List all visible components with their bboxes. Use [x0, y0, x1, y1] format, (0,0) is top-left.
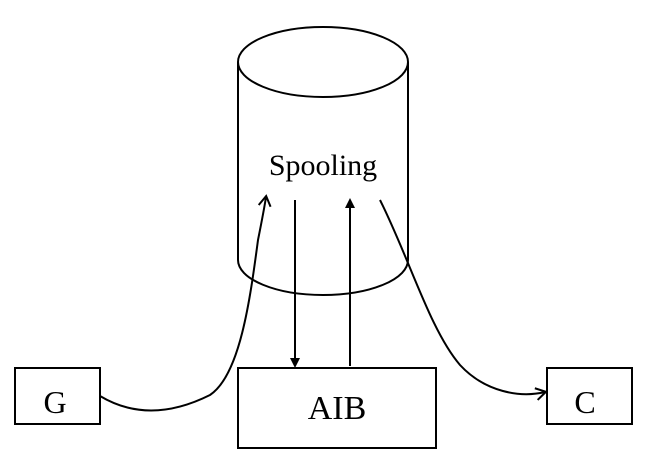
c-label: C: [574, 384, 595, 420]
aib-node: AIB: [237, 367, 437, 449]
g-node: G: [14, 367, 101, 425]
c-node: C: [546, 367, 633, 425]
g-box: [14, 367, 101, 425]
spooling-label: Spooling: [269, 149, 377, 182]
aib-box: [237, 367, 437, 449]
spooling-cylinder: Spooling: [237, 26, 409, 296]
edge-g-to-spooling: [99, 194, 272, 412]
g-label: G: [43, 384, 66, 420]
cylinder-top: [237, 26, 409, 98]
cylinder-body: [237, 62, 409, 296]
aib-label: AIB: [308, 390, 367, 427]
c-box: [546, 367, 633, 425]
edge-spooling-to-c: [379, 199, 548, 401]
